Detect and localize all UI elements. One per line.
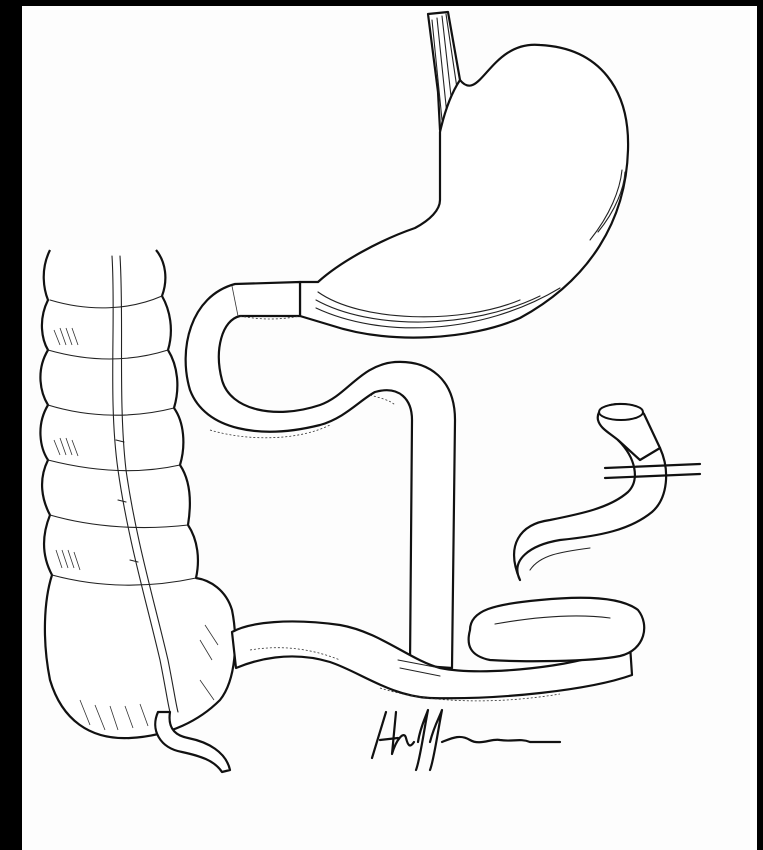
artist-signature	[372, 710, 560, 770]
stomach	[300, 45, 628, 338]
divided-jejunal-end	[598, 404, 700, 478]
